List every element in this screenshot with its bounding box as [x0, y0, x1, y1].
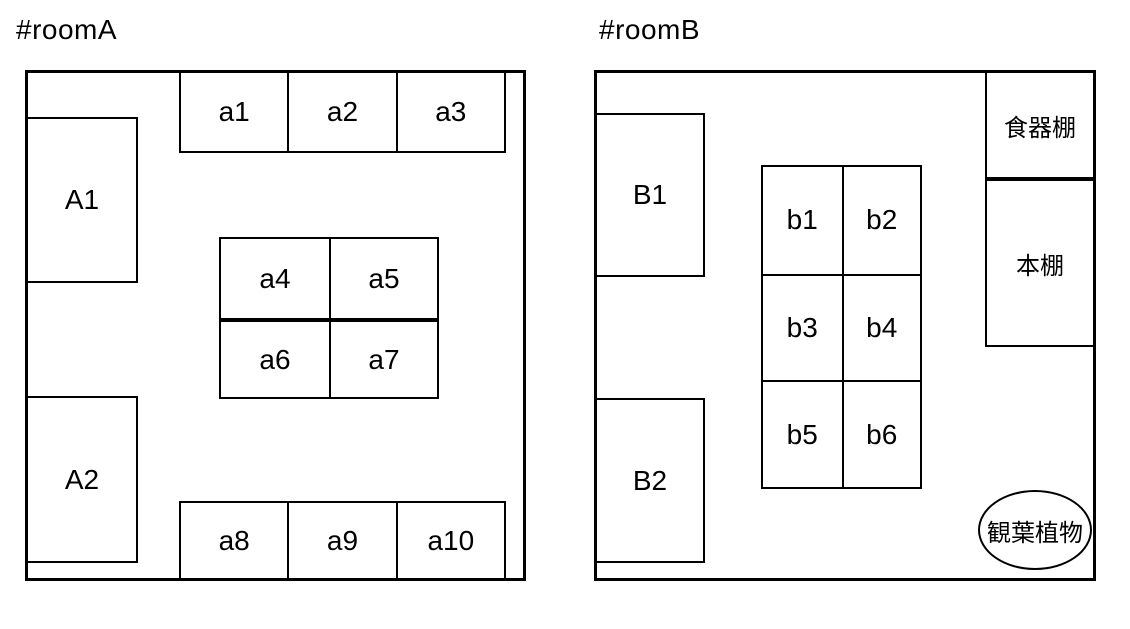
roomB-dish-cabinet: 食器棚 — [987, 73, 1093, 181]
roomA-desk-a6: a6 — [221, 318, 329, 397]
roomB-center-desk-cluster: b1 b2 b3 b4 b5 b6 — [761, 165, 922, 489]
roomB-desk-b4: b4 — [841, 273, 920, 381]
roomB-outline: B1 B2 b1 b2 b3 b4 b5 b6 食器棚 本棚 観葉植物 — [594, 70, 1096, 581]
roomA-bottom-desk-row: a8 a9 a10 — [179, 501, 506, 580]
roomB-desk-b6: b6 — [841, 380, 920, 487]
roomA-desk-a1: a1 — [218, 96, 250, 127]
roomB-houseplant: 観葉植物 — [978, 490, 1092, 570]
roomA-desk-a7: a7 — [329, 318, 437, 397]
roomA-desk-a5: a5 — [329, 239, 437, 318]
roomB-desk-b1: b1 — [786, 204, 818, 236]
roomB-desk-B2: B2 — [595, 398, 705, 563]
roomB-desk-b5: b5 — [763, 380, 842, 487]
roomA-desk-a9: a9 — [287, 503, 395, 578]
roomA-title: #roomA — [16, 14, 118, 45]
roomA-desk-a2: a2 — [287, 73, 395, 151]
roomA-desk-a4: a4 — [259, 262, 291, 294]
roomA-desk-a8: a8 — [218, 524, 250, 556]
roomB-desk-b2: b2 — [841, 167, 921, 274]
roomA-desk-A2: A2 — [26, 396, 138, 563]
roomA-center-desk-cluster: a4 a5 a6 a7 — [219, 237, 439, 399]
roomA-desk-a3: a3 — [395, 73, 504, 151]
roomB-desk-B1: B1 — [595, 113, 705, 277]
roomA-desk-a10: a10 — [395, 503, 504, 578]
roomA-desk-A1: A1 — [26, 117, 138, 283]
roomB-desk-b3: b3 — [763, 273, 842, 381]
roomB-title: #roomB — [599, 14, 701, 45]
roomA-outline: A1 A2 a1 a2 a3 a4 a5 a6 a7 a8 a9 a10 — [25, 70, 526, 581]
roomB-bookshelf: 本棚 — [1016, 252, 1064, 280]
roomB-shelf-column: 食器棚 本棚 — [985, 71, 1095, 347]
roomA-top-desk-row: a1 a2 a3 — [179, 71, 506, 153]
